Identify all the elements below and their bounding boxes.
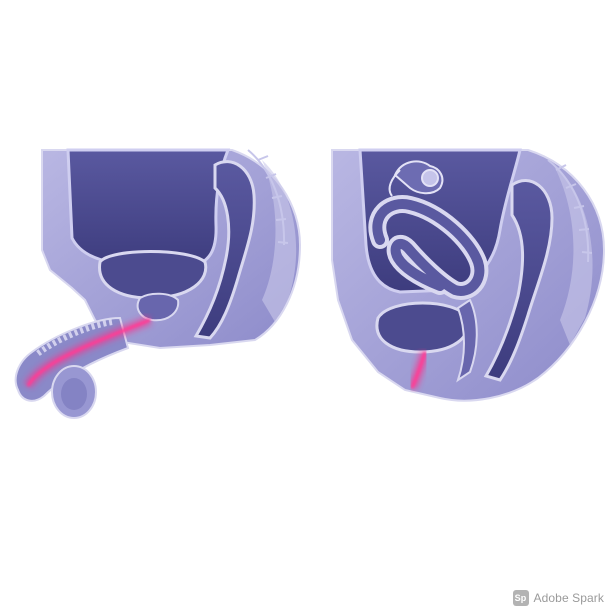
female-rectum bbox=[483, 178, 554, 382]
male-bladder bbox=[98, 250, 208, 300]
adobe-spark-watermark: Sp Adobe Spark bbox=[512, 590, 604, 606]
male-pelvis-cross-section bbox=[14, 148, 302, 419]
female-urethra-highlight bbox=[407, 350, 430, 390]
female-spine bbox=[547, 159, 593, 263]
female-bladder bbox=[375, 301, 470, 354]
male-urethra-highlight bbox=[23, 315, 152, 389]
female-pelvis-cross-section bbox=[331, 148, 606, 402]
male-prostate bbox=[136, 292, 180, 322]
female-ovary bbox=[388, 160, 444, 197]
adobe-spark-logo-icon: Sp bbox=[512, 590, 529, 606]
female-vagina bbox=[456, 298, 478, 383]
male-rectum bbox=[193, 160, 256, 340]
watermark-label: Adobe Spark bbox=[533, 591, 604, 605]
male-spine bbox=[247, 149, 289, 246]
